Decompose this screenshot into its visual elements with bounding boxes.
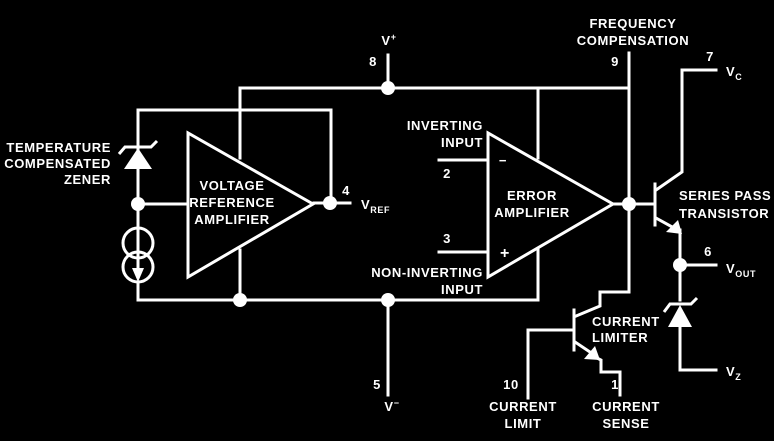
series-pass-label-line2: TRANSISTOR bbox=[679, 206, 769, 221]
junction-dot bbox=[323, 196, 337, 210]
vref-amp-label-line3: AMPLIFIER bbox=[194, 212, 269, 227]
series-pass-transistor bbox=[653, 182, 682, 234]
junction-dot bbox=[673, 258, 687, 272]
output-zener bbox=[662, 296, 699, 327]
temp-zener-label-line1: TEMPERATURE bbox=[6, 140, 111, 155]
pin-6-number: 6 bbox=[704, 244, 712, 259]
minus-sign: − bbox=[499, 153, 507, 168]
series-pass-collector-wire bbox=[653, 68, 718, 193]
junction-dot bbox=[381, 81, 395, 95]
zener-bar-icon bbox=[662, 296, 699, 313]
vz-wire bbox=[678, 316, 718, 372]
noninverting-input-label-line2: INPUT bbox=[441, 282, 483, 297]
junction-dot bbox=[233, 293, 247, 307]
zener-bar-icon bbox=[117, 139, 159, 155]
inverting-input-label-line2: INPUT bbox=[441, 135, 483, 150]
junction-dot bbox=[131, 197, 145, 211]
error-amp-label-line2: AMPLIFIER bbox=[494, 205, 569, 220]
current-limiter-label-line2: LIMITER bbox=[592, 330, 648, 345]
junctions bbox=[131, 81, 687, 307]
vz-label: VZ bbox=[726, 364, 741, 382]
pin-3-number: 3 bbox=[443, 231, 451, 246]
current-arrow-icon bbox=[132, 268, 144, 282]
junction-dot bbox=[381, 293, 395, 307]
current-sense-label-line1: CURRENT bbox=[592, 399, 660, 414]
vout-label: VOUT bbox=[726, 261, 756, 279]
pin-5-number: 5 bbox=[373, 377, 381, 392]
series-pass-label-line1: SERIES PASS bbox=[679, 188, 771, 203]
plus-sign: + bbox=[500, 245, 510, 262]
noninverting-input-label-line1: NON-INVERTING bbox=[371, 265, 483, 280]
vref-feedback-wire bbox=[136, 108, 333, 205]
error-amplifier bbox=[486, 130, 617, 280]
emitter-arrow-icon bbox=[666, 220, 682, 234]
pin-4-number: 4 bbox=[342, 183, 350, 198]
current-limit-label-line1: CURRENT bbox=[489, 399, 557, 414]
temp-zener-label-line2: COMPENSATED bbox=[4, 156, 111, 171]
vref-amp-label-line2: REFERENCE bbox=[189, 195, 275, 210]
vc-label: VC bbox=[726, 64, 742, 82]
vref-label: VREF bbox=[361, 197, 390, 215]
freq-comp-label-line1: FREQUENCY bbox=[589, 16, 676, 31]
pin-7-number: 7 bbox=[706, 49, 714, 64]
vref-amp-label-line1: VOLTAGE bbox=[199, 178, 264, 193]
temp-zener-label-line3: ZENER bbox=[64, 172, 111, 187]
vminus-label: V− bbox=[384, 398, 399, 414]
temp-compensated-zener bbox=[117, 139, 159, 169]
current-limiter-label-line1: CURRENT bbox=[592, 314, 660, 329]
current-limit-wire bbox=[526, 328, 575, 400]
current-limiter-collector-wire bbox=[574, 288, 631, 318]
current-limit-label-line2: LIMIT bbox=[505, 416, 542, 431]
voltage-reference-amplifier bbox=[186, 130, 317, 280]
current-sense-label-line2: SENSE bbox=[602, 416, 649, 431]
pin-9-number: 9 bbox=[611, 54, 619, 69]
pin-1-number: 1 bbox=[611, 377, 619, 392]
inverting-input-label-line1: INVERTING bbox=[407, 118, 483, 133]
pin-2-number: 2 bbox=[443, 166, 451, 181]
current-source bbox=[121, 226, 155, 284]
junction-dot bbox=[622, 197, 636, 211]
current-limiter-emitter-leg bbox=[572, 339, 593, 355]
pin-10-number: 10 bbox=[503, 377, 519, 392]
vplus-label: V+ bbox=[381, 32, 396, 48]
series-pass-emitter-leg bbox=[653, 215, 677, 231]
zener-triangle-icon bbox=[124, 148, 152, 169]
emitter-arrow-icon bbox=[584, 346, 600, 360]
zener-triangle-icon bbox=[668, 305, 692, 327]
error-amp-label-line1: ERROR bbox=[507, 188, 557, 203]
current-limiter-transistor bbox=[572, 308, 600, 360]
pin-8-number: 8 bbox=[369, 54, 377, 69]
freq-comp-label-line2: COMPENSATION bbox=[577, 33, 689, 48]
